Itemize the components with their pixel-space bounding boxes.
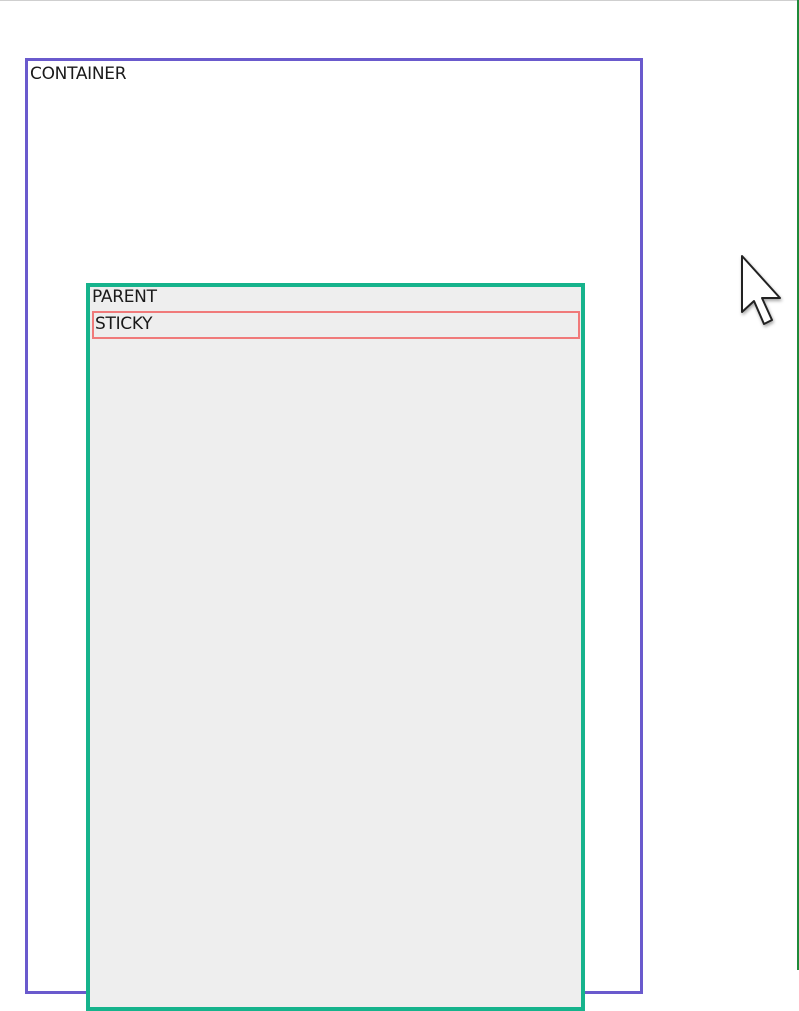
container-box: CONTAINER PARENT STICKY <box>25 58 643 1011</box>
arrow-pointer-icon <box>741 255 781 325</box>
top-divider <box>0 0 799 1</box>
container-label: CONTAINER <box>30 64 127 84</box>
sticky-label: STICKY <box>95 314 153 334</box>
parent-label: PARENT <box>92 287 157 307</box>
sticky-box: STICKY <box>92 311 580 339</box>
parent-box: PARENT STICKY <box>86 283 585 1011</box>
right-edge-line <box>797 0 799 970</box>
